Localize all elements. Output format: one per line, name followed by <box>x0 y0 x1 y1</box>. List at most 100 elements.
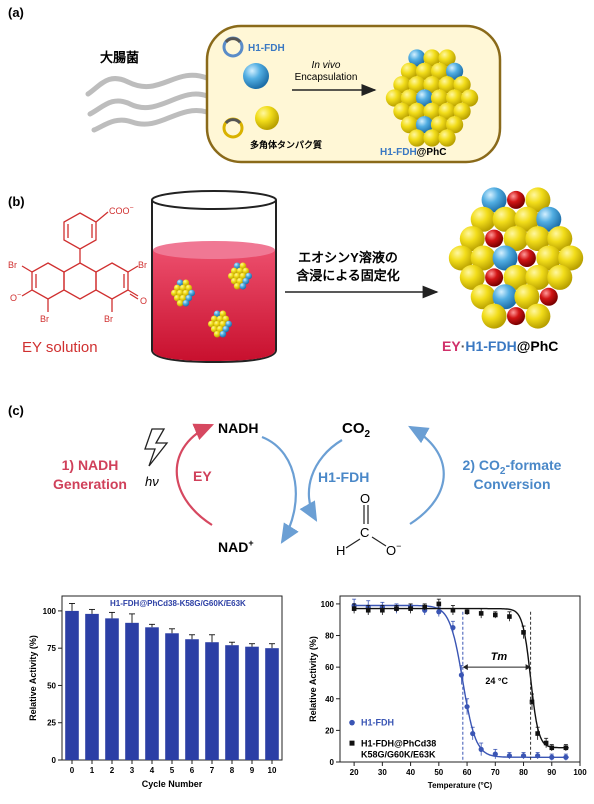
enzyme-sphere <box>245 272 252 280</box>
enzyme-sphere <box>243 63 269 89</box>
eosin-sphere <box>485 268 504 287</box>
product-label-b: EY·H1-FDH@PhC <box>442 338 558 354</box>
co2-conversion-prefix: 2) CO <box>463 457 500 473</box>
tm-span-arrowhead-left <box>462 664 468 671</box>
data-point <box>549 745 555 751</box>
br-bottom-right: Br <box>104 314 113 324</box>
panel-b-label: (b) <box>8 194 25 209</box>
x-tick-label: 5 <box>170 766 175 775</box>
delta-tm-annotation: 24 °C <box>485 676 508 686</box>
eosin-sphere <box>507 190 525 209</box>
polyhedrin-sphere <box>438 129 456 147</box>
x-tick-label: 50 <box>434 768 443 777</box>
flagella <box>85 72 210 133</box>
polyhedrin-sphere <box>213 330 221 338</box>
polyhedrin-sphere <box>514 284 540 310</box>
polyhedrin-sphere <box>179 284 187 292</box>
polyhedrin-sphere <box>385 89 403 107</box>
product-dot-text: · <box>461 338 466 354</box>
data-point <box>535 731 540 736</box>
polyhedrin-sphere <box>438 102 456 120</box>
polyhedrin-sphere <box>423 129 441 147</box>
x-tick-label: 100 <box>573 768 587 777</box>
phenolate-charge: − <box>17 292 21 299</box>
tm-span-arrowhead-right <box>525 664 531 671</box>
x-tick-label: 60 <box>463 768 472 777</box>
tm-annotation: Tm <box>491 651 508 663</box>
polyhedrin-sphere <box>408 129 426 147</box>
ey-label: EY <box>193 468 212 484</box>
polyhedrin-sphere <box>176 289 184 297</box>
data-point <box>351 606 357 611</box>
y-tick-label: 25 <box>47 719 56 728</box>
legend-marker-phc <box>349 740 355 746</box>
x-tick-label: 20 <box>350 768 359 777</box>
panel-c-scheme: (c) 1) NADH Generation hν EY NADH CO2 H1… <box>8 403 562 558</box>
x-tick-label: 70 <box>491 768 500 777</box>
plasmid-icon-top <box>222 36 244 58</box>
data-point <box>478 611 484 616</box>
polyhedrin-sphere <box>430 62 449 80</box>
bar <box>185 639 199 760</box>
light-bolt-icon <box>144 428 169 467</box>
polyhedrin-sphere <box>453 76 471 94</box>
formate-structure-icon: H C O O− <box>336 491 401 558</box>
bar <box>165 633 179 760</box>
legend-h1fdh: H1-FDH <box>361 718 394 728</box>
y-tick-label: 60 <box>325 663 334 672</box>
polyhedrin-sphere <box>400 89 418 107</box>
data-point <box>394 606 399 611</box>
data-point <box>506 753 513 759</box>
co2-conversion-sub: 2 <box>500 466 506 477</box>
plasmid-icon-bottom <box>222 117 244 139</box>
ey-solution-label: EY solution <box>22 339 98 356</box>
polyhedrin-sphere <box>400 116 418 134</box>
nad-label: NAD+ <box>218 538 254 555</box>
enzyme-sphere <box>239 282 247 290</box>
polyhedrin-sphere <box>459 226 485 252</box>
co2-text: CO <box>342 420 365 437</box>
polyhedrin-sphere <box>242 267 250 275</box>
polyhedrin-sphere <box>547 264 573 290</box>
x-tick-label: 4 <box>150 766 155 775</box>
product-phc-text-b: @PhC <box>517 338 559 354</box>
polyhedrin-sphere <box>438 49 456 67</box>
enzyme-sphere <box>188 289 195 297</box>
bar <box>85 613 99 760</box>
polyhedrin-sphere <box>408 76 426 94</box>
arrow-text-invivo: In vivo <box>312 60 341 71</box>
enzyme-sphere <box>242 277 250 285</box>
polyhedrin-sphere <box>503 226 529 252</box>
formate-o-right: O− <box>386 541 401 558</box>
carboxylate-charge: − <box>130 205 134 212</box>
polyhedrin-sphere <box>430 116 449 134</box>
polyhedrin-sphere <box>233 272 241 280</box>
panel-a: (a) 大腸菌 H1-FDH 多角体タンパク質 In vivo Encapsul… <box>8 5 502 164</box>
polyhedrin-sphere <box>208 320 215 328</box>
data-point <box>543 740 549 746</box>
polyhedrin-sphere <box>525 264 551 290</box>
polyhedrin-sphere <box>173 284 181 292</box>
br-top-right: Br <box>138 260 147 270</box>
nadh-label: NADH <box>218 420 258 436</box>
data-point <box>563 754 569 760</box>
data-point <box>535 753 541 759</box>
polyhedrin-sphere <box>525 303 551 329</box>
polyhedrin-sphere <box>514 206 540 232</box>
carboxylate-group: COO <box>109 206 130 216</box>
enzyme-sphere <box>536 206 562 232</box>
polyhedrin-sphere <box>230 267 238 275</box>
x-tick-label: 6 <box>190 766 195 775</box>
polyhedrin-sphere <box>453 102 471 120</box>
polyhedrin-sphere <box>173 294 181 302</box>
x-tick-label: 9 <box>250 766 255 775</box>
eosin-sphere <box>485 229 504 248</box>
data-point <box>521 630 526 635</box>
y-tick-label: 20 <box>325 726 334 735</box>
y-tick-label: 50 <box>47 681 56 690</box>
data-point <box>492 751 498 757</box>
polyhedrin-sphere <box>481 303 507 329</box>
x-tick-label: 90 <box>547 768 556 777</box>
polyhedrin-sphere <box>415 62 434 80</box>
bar <box>65 610 79 760</box>
